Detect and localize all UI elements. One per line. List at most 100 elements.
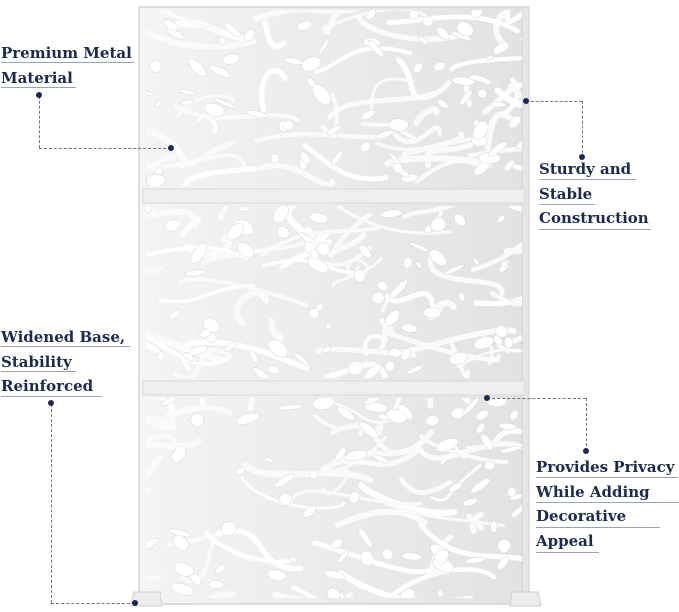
callout-line: While Adding — [536, 482, 650, 501]
cutout-hole — [448, 482, 463, 493]
cutout-hole — [309, 470, 319, 479]
cutout-hole — [283, 57, 304, 65]
cutout-line — [272, 591, 354, 598]
cutout-hole — [406, 364, 424, 375]
leader-privacy-vertical — [586, 398, 587, 451]
cutout-hole — [330, 149, 344, 167]
underline — [539, 204, 595, 205]
cutout-pattern-panel-2 — [146, 206, 522, 378]
cutout-line — [494, 87, 522, 109]
callout-premium-metal: Premium Metal Material — [1, 41, 132, 90]
cutout-hole — [264, 456, 274, 463]
cutout-pattern-panel-3 — [101, 398, 661, 598]
cutout-hole — [172, 534, 189, 551]
cutout-hole — [475, 422, 486, 434]
callout-dot-base-target — [132, 600, 138, 606]
cutout-hole — [436, 589, 444, 598]
cutout-hole — [156, 351, 165, 361]
cutout-hole — [323, 570, 346, 580]
cutout-line — [53, 27, 131, 41]
cutout-hole — [384, 360, 396, 372]
cutout-hole — [162, 19, 179, 31]
cutout-line — [150, 0, 239, 6]
cutout-hole — [245, 110, 269, 118]
cutout-line — [179, 541, 215, 584]
cutout-hole — [368, 39, 384, 58]
cutout-hole — [386, 409, 407, 424]
cutout-hole — [187, 58, 207, 77]
cutout-hole — [276, 226, 290, 239]
cutout-hole — [220, 521, 237, 537]
cutout-line — [503, 77, 520, 115]
cutout-hole — [243, 29, 255, 42]
cutout-line — [401, 131, 465, 158]
callout-line: Material — [1, 68, 73, 87]
cutout-hole — [413, 62, 423, 74]
cutout-hole — [278, 404, 302, 411]
cutout-line — [327, 80, 452, 120]
cutout-hole — [171, 445, 187, 463]
cutout-hole — [434, 548, 449, 565]
callout-line: Stability — [1, 352, 72, 371]
cutout-hole — [472, 120, 489, 140]
cutout-hole — [267, 365, 280, 375]
cutout-line — [259, 226, 381, 257]
cutout-line — [537, 428, 661, 447]
underline — [1, 371, 76, 372]
cutout-line — [101, 543, 133, 550]
cutout-hole — [309, 212, 329, 224]
cutout-hole — [453, 213, 466, 227]
cutout-hole — [388, 118, 409, 132]
cutout-hole — [184, 269, 207, 277]
cutout-hole — [510, 299, 522, 308]
callout-line: Stable — [539, 184, 593, 203]
cutout-line — [334, 508, 428, 528]
underline — [536, 552, 599, 553]
cutout-hole — [490, 520, 498, 534]
underline — [1, 396, 102, 397]
cutout-line — [253, 10, 360, 22]
cutout-line — [323, 435, 387, 473]
cutout-hole — [498, 422, 517, 430]
cutout-hole — [203, 102, 225, 117]
cutout-hole — [444, 264, 465, 275]
cutout-hole — [400, 348, 411, 361]
cutout-hole — [516, 139, 522, 149]
cutout-hole — [190, 243, 208, 264]
cutout-hole — [363, 363, 382, 378]
cutout-line — [206, 591, 237, 598]
cutout-hole — [400, 588, 416, 598]
callout-line: Construction — [539, 209, 649, 227]
cutout-hole — [180, 99, 195, 106]
leader-sturdy-horizontal — [526, 101, 582, 102]
leader-sturdy-vertical — [582, 101, 583, 158]
cutout-hole — [493, 335, 503, 346]
cutout-hole — [146, 206, 153, 213]
cutout-hole — [337, 549, 350, 564]
cutout-hole — [312, 398, 335, 411]
cutout-hole — [238, 206, 251, 212]
cutout-line — [146, 411, 176, 431]
cutout-line — [199, 398, 207, 409]
cutout-line — [324, 361, 390, 378]
cutout-line — [503, 247, 522, 255]
underline — [1, 87, 76, 88]
cutout-hole — [456, 21, 474, 37]
cutout-hole — [504, 160, 515, 172]
cutout-line — [289, 489, 423, 506]
cutout-hole — [435, 438, 459, 452]
cutout-hole — [214, 98, 236, 109]
cutout-hole — [218, 36, 227, 46]
cutout-hole — [470, 478, 491, 494]
cutout-hole — [308, 256, 329, 274]
callout-dot-privacy-label — [583, 448, 589, 454]
cutout-hole — [224, 22, 241, 38]
cutout-line — [427, 398, 472, 409]
cutout-hole — [480, 433, 494, 451]
cutout-hole — [364, 398, 385, 405]
cutout-line — [508, 83, 522, 100]
cutout-line — [511, 505, 522, 518]
cutout-hole — [415, 261, 423, 269]
cutout-hole — [501, 260, 508, 267]
